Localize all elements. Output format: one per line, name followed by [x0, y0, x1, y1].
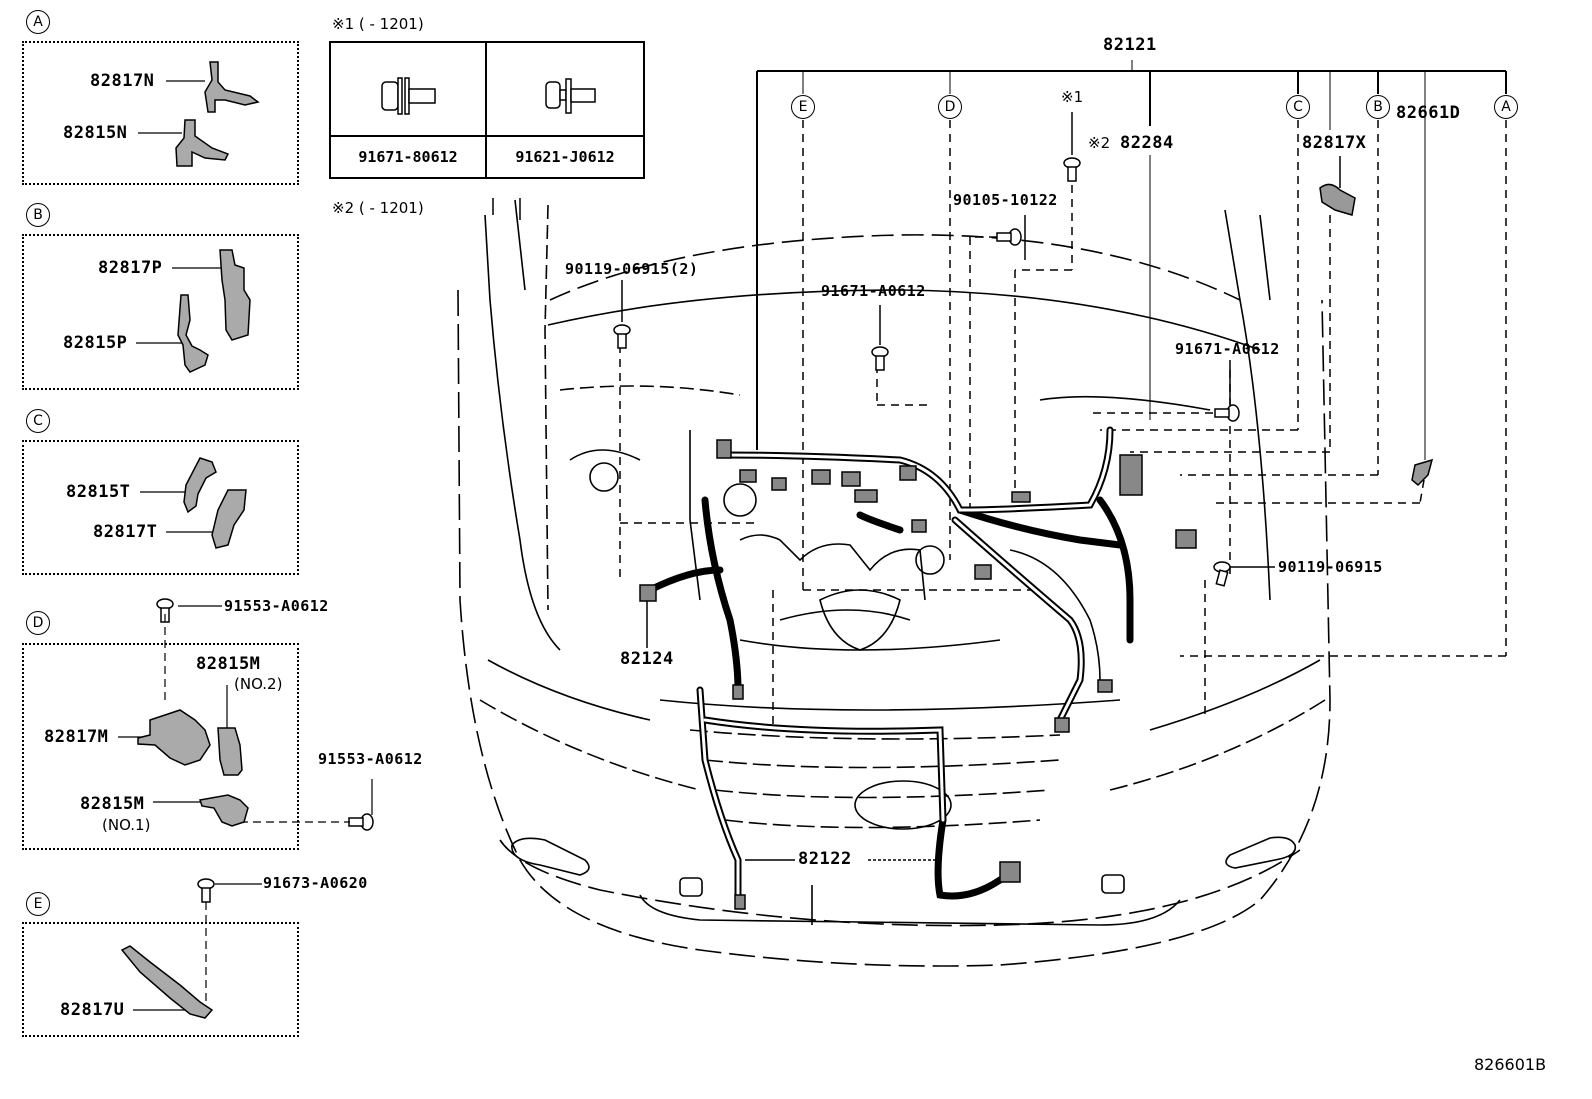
detail-callout-c: C [26, 409, 50, 433]
part-82815M-no2 [217, 727, 243, 776]
clip-82817X [1319, 183, 1356, 216]
part-label-82817N[interactable]: 82817N [90, 71, 155, 91]
part-82815N [175, 119, 230, 167]
part-label-82815M-no1[interactable]: 82815M [80, 794, 145, 814]
bolt-table-note1: ※1 ( - 1201) [332, 15, 424, 33]
note1-marker: ※1 [1061, 88, 1084, 106]
part-note-no1: (NO.1) [102, 816, 151, 834]
harness-connectors [639, 439, 1197, 910]
part-label-90119-06915-2[interactable]: 90119-06915(2) [565, 260, 699, 278]
part-label-82284[interactable]: 82284 [1120, 133, 1174, 153]
part-label-82815P[interactable]: 82815P [63, 333, 128, 353]
main-callout-c[interactable]: C [1286, 95, 1310, 119]
bolt-part-2[interactable]: 91621-J0612 [515, 148, 615, 166]
flange-bolt-with-washer-icon [381, 77, 436, 115]
part-label-91671-A0612-right[interactable]: 91671-A0612 [1175, 340, 1280, 358]
table-bolt-drawings [381, 77, 596, 115]
detail-box-a [22, 41, 299, 185]
clip-icons [1319, 183, 1434, 487]
bolt-icon-91553-side [348, 813, 374, 831]
part-82815M-no1 [199, 794, 249, 827]
part-label-82124[interactable]: 82124 [620, 649, 674, 669]
part-label-91553-side[interactable]: 91553-A0612 [318, 750, 423, 768]
bolt-icon-90105 [996, 228, 1022, 246]
note2-leader [492, 198, 521, 220]
bolt-icon-91671-left [871, 346, 889, 371]
part-82815P [177, 294, 209, 373]
part-label-82122[interactable]: 82122 [798, 849, 852, 869]
part-82817N [204, 61, 260, 113]
figure-code: 826601B [1474, 1055, 1547, 1074]
main-callout-b[interactable]: B [1366, 95, 1390, 119]
part-label-90119-06915[interactable]: 90119-06915 [1278, 558, 1383, 576]
detail-callout-b: B [26, 203, 50, 227]
part-label-82661D[interactable]: 82661D [1396, 103, 1461, 123]
bolt-icon-90119-2 [613, 324, 631, 349]
part-82817U [120, 945, 214, 1019]
detail-callout-d: D [26, 611, 50, 635]
part-label-91673[interactable]: 91673-A0620 [263, 874, 368, 892]
part-label-82815M-no2[interactable]: 82815M [196, 654, 261, 674]
detail-box-d [22, 643, 299, 850]
clip-82661D [1411, 458, 1434, 487]
part-label-82817M[interactable]: 82817M [44, 727, 109, 747]
part-label-82817P[interactable]: 82817P [98, 258, 163, 278]
part-82817P [219, 249, 251, 341]
detail-callout-e: E [26, 892, 50, 916]
part-label-82817U[interactable]: 82817U [60, 1000, 125, 1020]
bolt-table: 91671-80612 91621-J0612 [329, 41, 645, 179]
bolt-cell-1 [331, 43, 487, 137]
detail-box-b [22, 234, 299, 390]
note2-marker: ※2 [1088, 134, 1111, 152]
harness-bracket [756, 60, 1507, 460]
part-label-82817T[interactable]: 82817T [93, 522, 158, 542]
hex-bolt-with-washer-icon [545, 78, 596, 114]
part-label-82815T[interactable]: 82815T [66, 482, 131, 502]
leader-dashes [619, 120, 1507, 725]
main-callout-e[interactable]: E [791, 95, 815, 119]
bolt-table-note2: ※2 ( - 1201) [332, 199, 424, 217]
part-label-91553-top[interactable]: 91553-A0612 [224, 597, 329, 615]
bolt-cell-2 [487, 43, 643, 137]
detail-box-c [22, 440, 299, 575]
bolt-icon-91671-right [1214, 404, 1240, 422]
part-label-82121[interactable]: 82121 [1103, 35, 1157, 55]
bolt-part-1[interactable]: 91671-80612 [331, 137, 487, 177]
part-82817T [211, 489, 247, 549]
part-label-90105-10122[interactable]: 90105-10122 [953, 191, 1058, 209]
main-callout-a[interactable]: A [1494, 95, 1518, 119]
detail-part-shapes [120, 61, 260, 1019]
part-label-82815N[interactable]: 82815N [63, 123, 128, 143]
part-82815T [183, 457, 217, 514]
label-leaders [621, 112, 1341, 861]
bolt-icon-note1 [1063, 157, 1081, 182]
detail-box-e [22, 922, 299, 1037]
part-label-91671-A0612-left[interactable]: 91671-A0612 [821, 282, 926, 300]
detail-leaders [118, 80, 373, 1011]
part-82817M [137, 709, 211, 766]
main-callout-d[interactable]: D [938, 95, 962, 119]
bolt-icon-90119 [1213, 561, 1231, 587]
vehicle-outline [457, 199, 1331, 967]
wire-harness [646, 426, 1134, 909]
part-label-82817X[interactable]: 82817X [1302, 133, 1367, 153]
bolt-icon-91673 [197, 878, 215, 903]
part-note-no2: (NO.2) [234, 675, 283, 693]
detail-callout-a: A [26, 10, 50, 34]
